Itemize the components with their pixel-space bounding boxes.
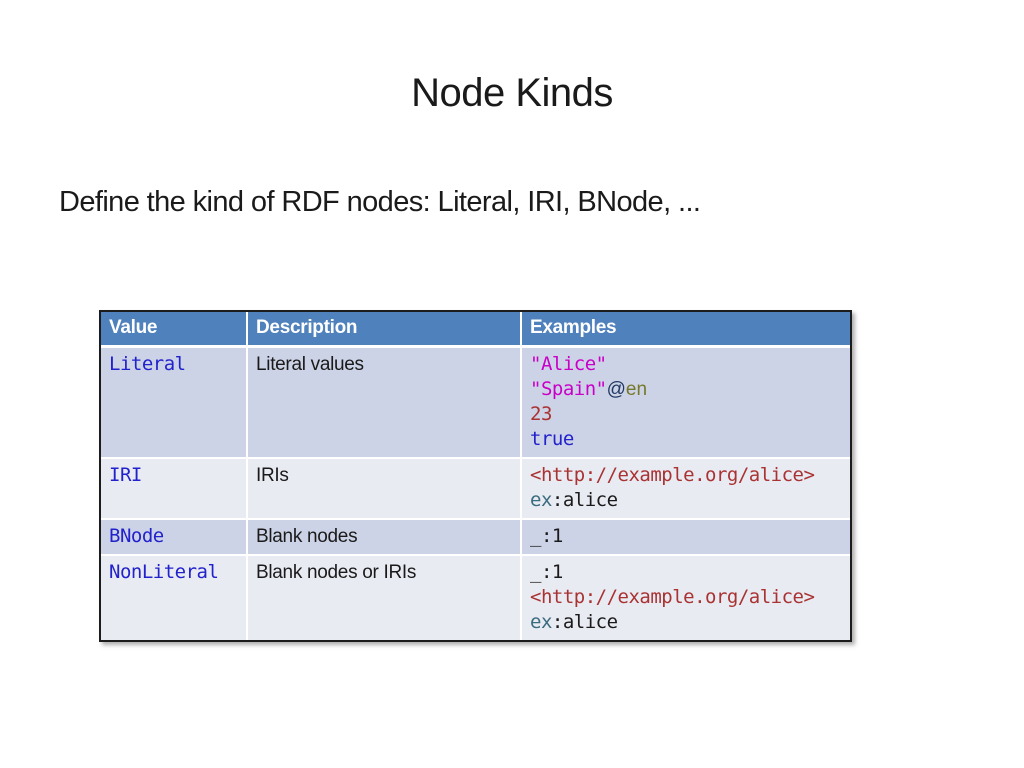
code-token-keyword: true	[530, 428, 574, 450]
code-token-at: @	[606, 379, 626, 400]
value-cell: BNode	[101, 520, 248, 556]
code-line: 23	[530, 402, 842, 427]
intro-text: Define the kind of RDF nodes: Literal, I…	[59, 186, 701, 218]
code-token-prefix: ex	[530, 611, 552, 633]
code-token-string: "Alice"	[530, 353, 607, 375]
code-token-prefix: ex	[530, 489, 552, 511]
code-line: true	[530, 427, 842, 452]
header-cell-value: Value	[101, 312, 248, 348]
code-token-plain: :alice	[551, 611, 618, 633]
examples-cell: _:1<http://example.org/alice>ex:alice	[522, 556, 850, 640]
slide-title: Node Kinds	[411, 71, 613, 115]
code-line: _:1	[530, 524, 842, 549]
code-token-iri: <http://example.org/alice>	[530, 464, 815, 486]
header-cell-examples: Examples	[522, 312, 850, 348]
description-cell: Blank nodes or IRIs	[248, 556, 522, 640]
header-cell-description: Description	[248, 312, 522, 348]
code-token-plain: :alice	[551, 489, 618, 511]
value-cell: IRI	[101, 459, 248, 520]
value-cell: Literal	[101, 348, 248, 459]
examples-cell: <http://example.org/alice>ex:alice	[522, 459, 850, 520]
table-header: Value Description Examples	[101, 312, 850, 348]
description-cell: IRIs	[248, 459, 522, 520]
code-line: <http://example.org/alice>	[530, 463, 842, 488]
code-token-plain: _:1	[530, 525, 563, 547]
examples-cell: _:1	[522, 520, 850, 556]
code-token-number: 23	[530, 403, 552, 425]
code-line: <http://example.org/alice>	[530, 585, 842, 610]
code-line: _:1	[530, 560, 842, 585]
description-cell: Literal values	[248, 348, 522, 459]
code-token-string: "Spain"	[530, 378, 607, 400]
code-line: ex:alice	[530, 488, 842, 513]
code-token-lang: en	[625, 379, 648, 400]
code-line: "Alice"	[530, 352, 842, 377]
code-token-plain: _:1	[530, 561, 563, 583]
header-row: Value Description Examples	[101, 312, 850, 348]
value-cell: NonLiteral	[101, 556, 248, 640]
code-line: "Spain"@en	[530, 377, 842, 402]
code-line: ex:alice	[530, 610, 842, 635]
description-cell: Blank nodes	[248, 520, 522, 556]
code-token-iri: <http://example.org/alice>	[530, 586, 815, 608]
